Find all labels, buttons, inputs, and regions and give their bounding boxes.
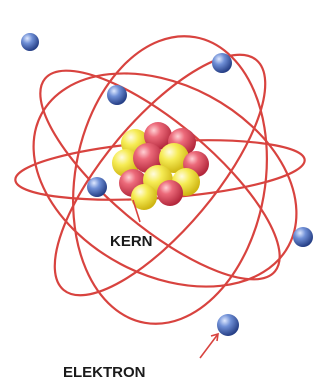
electron (107, 85, 127, 105)
electron (212, 53, 232, 73)
elektron-pointer (200, 334, 218, 358)
electron (21, 33, 39, 51)
proton (157, 180, 183, 206)
kern-label: KERN (110, 233, 153, 250)
electron (87, 177, 107, 197)
elektron-label: ELEKTRON (63, 364, 146, 381)
pointer-lines (133, 200, 218, 358)
electron (293, 227, 313, 247)
electron (217, 314, 239, 336)
